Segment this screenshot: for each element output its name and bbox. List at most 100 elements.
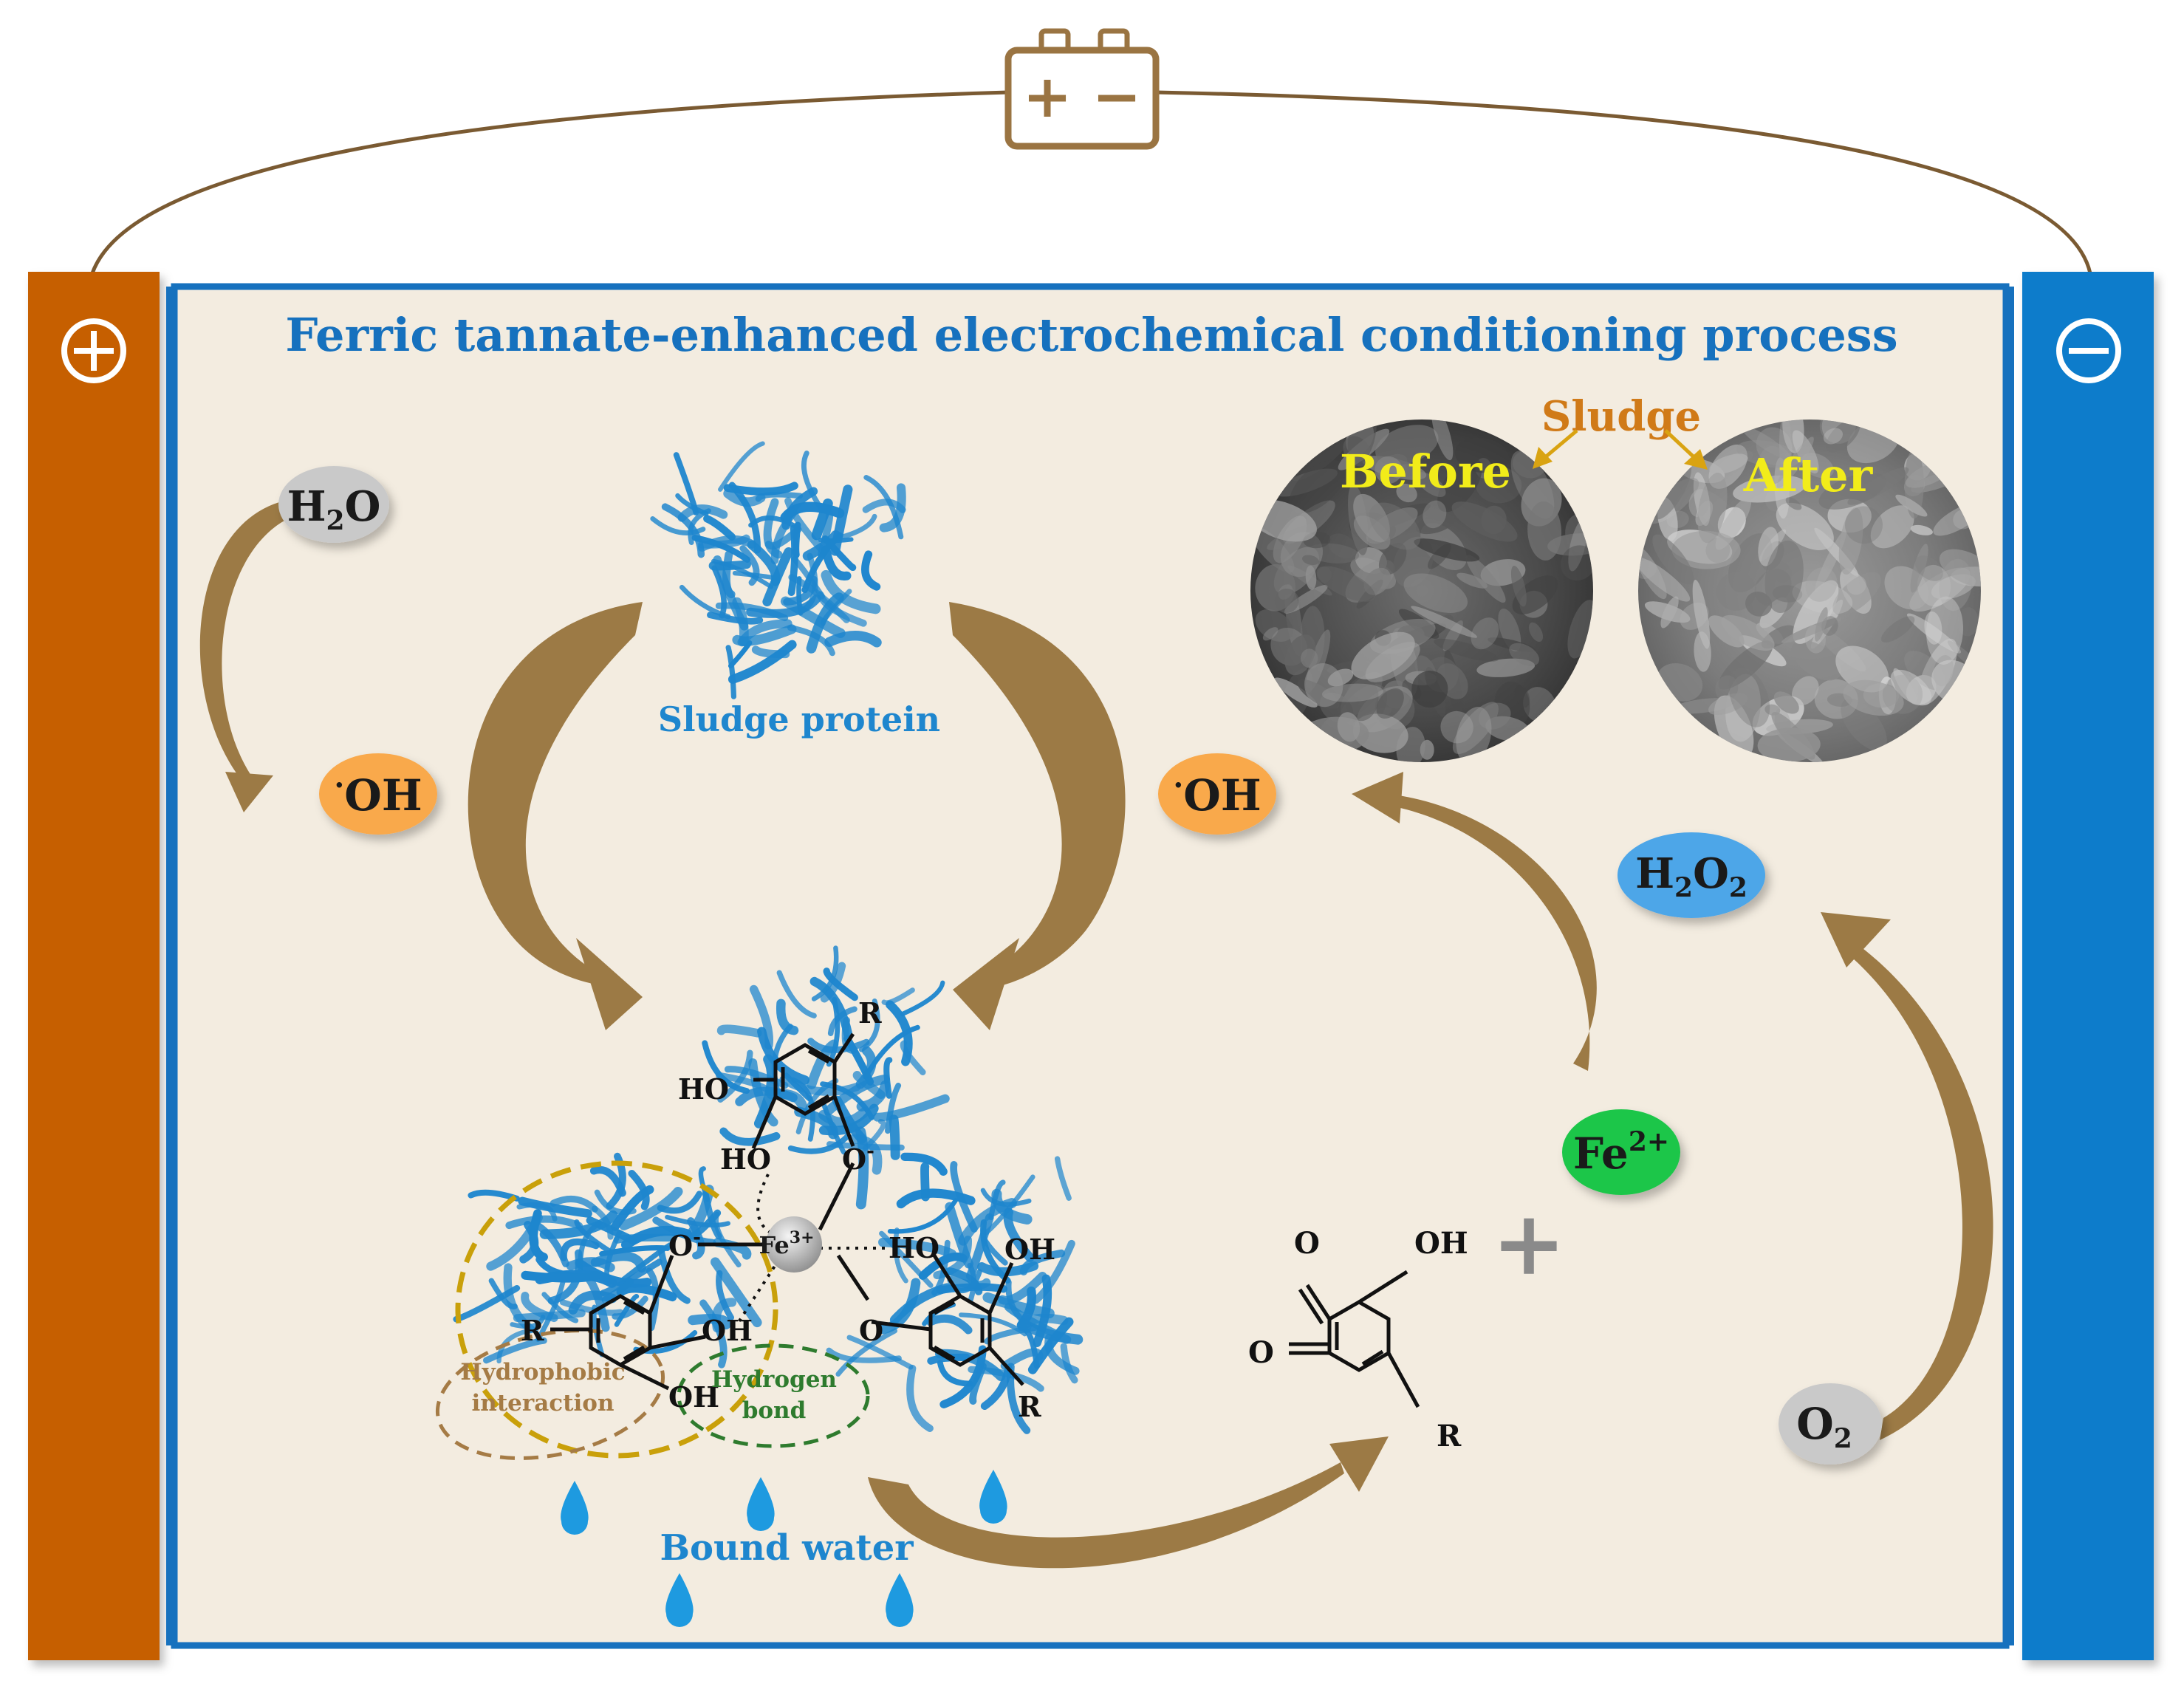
sem-texture-blob — [1845, 506, 1883, 544]
protein-ribbon — [826, 1347, 902, 1363]
protein-ribbon — [937, 1360, 973, 1387]
sem-texture-blob — [1910, 524, 1933, 535]
arrow-protein-right-head — [953, 938, 1019, 1030]
complex-ho-top: HO — [678, 1072, 729, 1106]
sem-texture-blob — [1805, 567, 1838, 602]
arrow-fe2-to-oh — [1387, 794, 1597, 1071]
sem-texture-blob — [1779, 419, 1792, 481]
sem-texture-blob — [1652, 534, 1694, 585]
sem-texture-blob — [1498, 608, 1521, 652]
sludge-protein-label: Sludge protein — [658, 699, 940, 739]
water-drop-icon — [979, 1470, 1007, 1524]
sem-texture-blob — [1846, 575, 1866, 595]
sem-texture-blob — [1870, 505, 1914, 549]
protein-ribbon — [675, 493, 709, 516]
sem-texture-blob — [1835, 645, 1889, 693]
protein-ribbon — [988, 1179, 1006, 1221]
protein-ribbon — [830, 484, 853, 556]
protein-ribbon — [861, 550, 881, 591]
water-drop-icon — [561, 1481, 589, 1535]
protein-ribbon — [620, 1225, 693, 1250]
sem-texture-blob — [1815, 607, 1828, 642]
sem-texture-blob — [1488, 637, 1536, 652]
h2o-bubble: H2O — [278, 466, 389, 543]
protein-ribbon — [982, 1292, 1055, 1319]
sem-texture-blob — [1773, 691, 1799, 714]
sem-texture-blob — [1823, 428, 1844, 445]
sem-texture-blob — [1415, 513, 1455, 535]
interaction-labels: Hydrophobic interaction Hydrogen bond — [460, 1359, 837, 1424]
anode-plus-icon — [61, 318, 126, 383]
sem-texture-blob — [1302, 555, 1319, 566]
complex-o-left: O- — [668, 1227, 701, 1262]
quinone-labels: O OH O R — [1248, 1226, 1468, 1453]
arrow-o2-to-h2o2 — [1846, 942, 1993, 1440]
sem-texture-blob — [1708, 615, 1745, 648]
sem-texture-blob — [1527, 501, 1562, 561]
water-drop-icon — [665, 1573, 694, 1627]
protein-ribbon — [739, 545, 760, 586]
complex-benzene-rings — [550, 1032, 1024, 1391]
complex-oh-left: OH — [702, 1314, 753, 1347]
hydrogen-label-1: Hydrogen — [711, 1366, 837, 1393]
sem-texture-blob — [1841, 698, 1887, 751]
protein-ribbon — [806, 592, 844, 654]
sem-texture-blob — [1741, 425, 1792, 460]
protein-ribbon — [958, 1198, 1017, 1246]
sem-texture-blob — [1396, 483, 1417, 503]
sem-texture-blob — [1792, 580, 1853, 614]
protein-ribbon — [628, 1169, 650, 1210]
cathode-minus-icon — [2056, 318, 2121, 383]
quinone-o1: O — [1294, 1226, 1320, 1261]
protein-ribbon — [762, 547, 793, 607]
sem-texture-blob — [1376, 688, 1404, 719]
arrow-protein-left-head — [576, 938, 643, 1030]
circuit-wire — [90, 90, 1009, 274]
fe3-center: Fe3+ — [759, 1216, 822, 1273]
anode-electrode — [28, 272, 160, 1660]
protein-ribbon — [787, 1133, 850, 1154]
sem-texture-blob — [1745, 592, 1773, 617]
protein-ribbon — [699, 1299, 728, 1369]
water-drop-icon — [886, 1573, 914, 1627]
protein-ribbon — [879, 483, 906, 532]
protein-ribbon — [1007, 1363, 1031, 1434]
protein-ribbon — [863, 1024, 920, 1080]
protein-ribbon — [566, 1257, 615, 1273]
sem-texture-blob — [1471, 617, 1499, 650]
sem-texture-blob — [1291, 438, 1348, 482]
protein-ribbon — [718, 441, 765, 492]
battery-icon: + − — [1004, 28, 1160, 150]
water-drop-icon — [747, 1477, 775, 1531]
sludge-label: Sludge — [1541, 392, 1701, 441]
protein-ribbon — [835, 1328, 898, 1377]
sem-texture-blob — [1514, 685, 1530, 708]
arrow-protein-right — [949, 602, 1126, 990]
sem-texture-blob — [1792, 676, 1819, 705]
protein-ribbon — [753, 1054, 777, 1128]
sludge-protein-icon — [650, 441, 906, 699]
sem-texture-blob — [1327, 533, 1357, 558]
protein-ribbon — [821, 545, 852, 580]
sem-texture-blob — [1881, 616, 1915, 643]
protein-ribbon — [688, 1314, 731, 1330]
protein-ribbon — [1032, 1239, 1075, 1304]
sludge-pointer-arrows — [1533, 429, 1708, 470]
sem-texture-blob — [1840, 568, 1872, 614]
sem-texture-blob — [1715, 497, 1752, 550]
diagram-title: Ferric tannate-enhanced electrochemical … — [285, 308, 1897, 362]
protein-ribbon — [722, 550, 736, 599]
sem-texture-blob — [1567, 600, 1593, 659]
sem-texture-blob — [1255, 609, 1293, 643]
complex-ho-mid: HO — [720, 1143, 771, 1176]
before-label: Before — [1340, 445, 1511, 499]
protein-ribbon — [900, 1040, 926, 1075]
sem-texture-blob — [1764, 540, 1804, 614]
sem-texture-blob — [1815, 529, 1847, 592]
sem-texture-blob — [1826, 419, 1860, 453]
sem-texture-blob — [1832, 572, 1881, 616]
protein-ribbon — [719, 1127, 781, 1146]
protein-ribbon — [977, 1261, 1039, 1277]
protein-ribbon — [468, 1189, 520, 1202]
